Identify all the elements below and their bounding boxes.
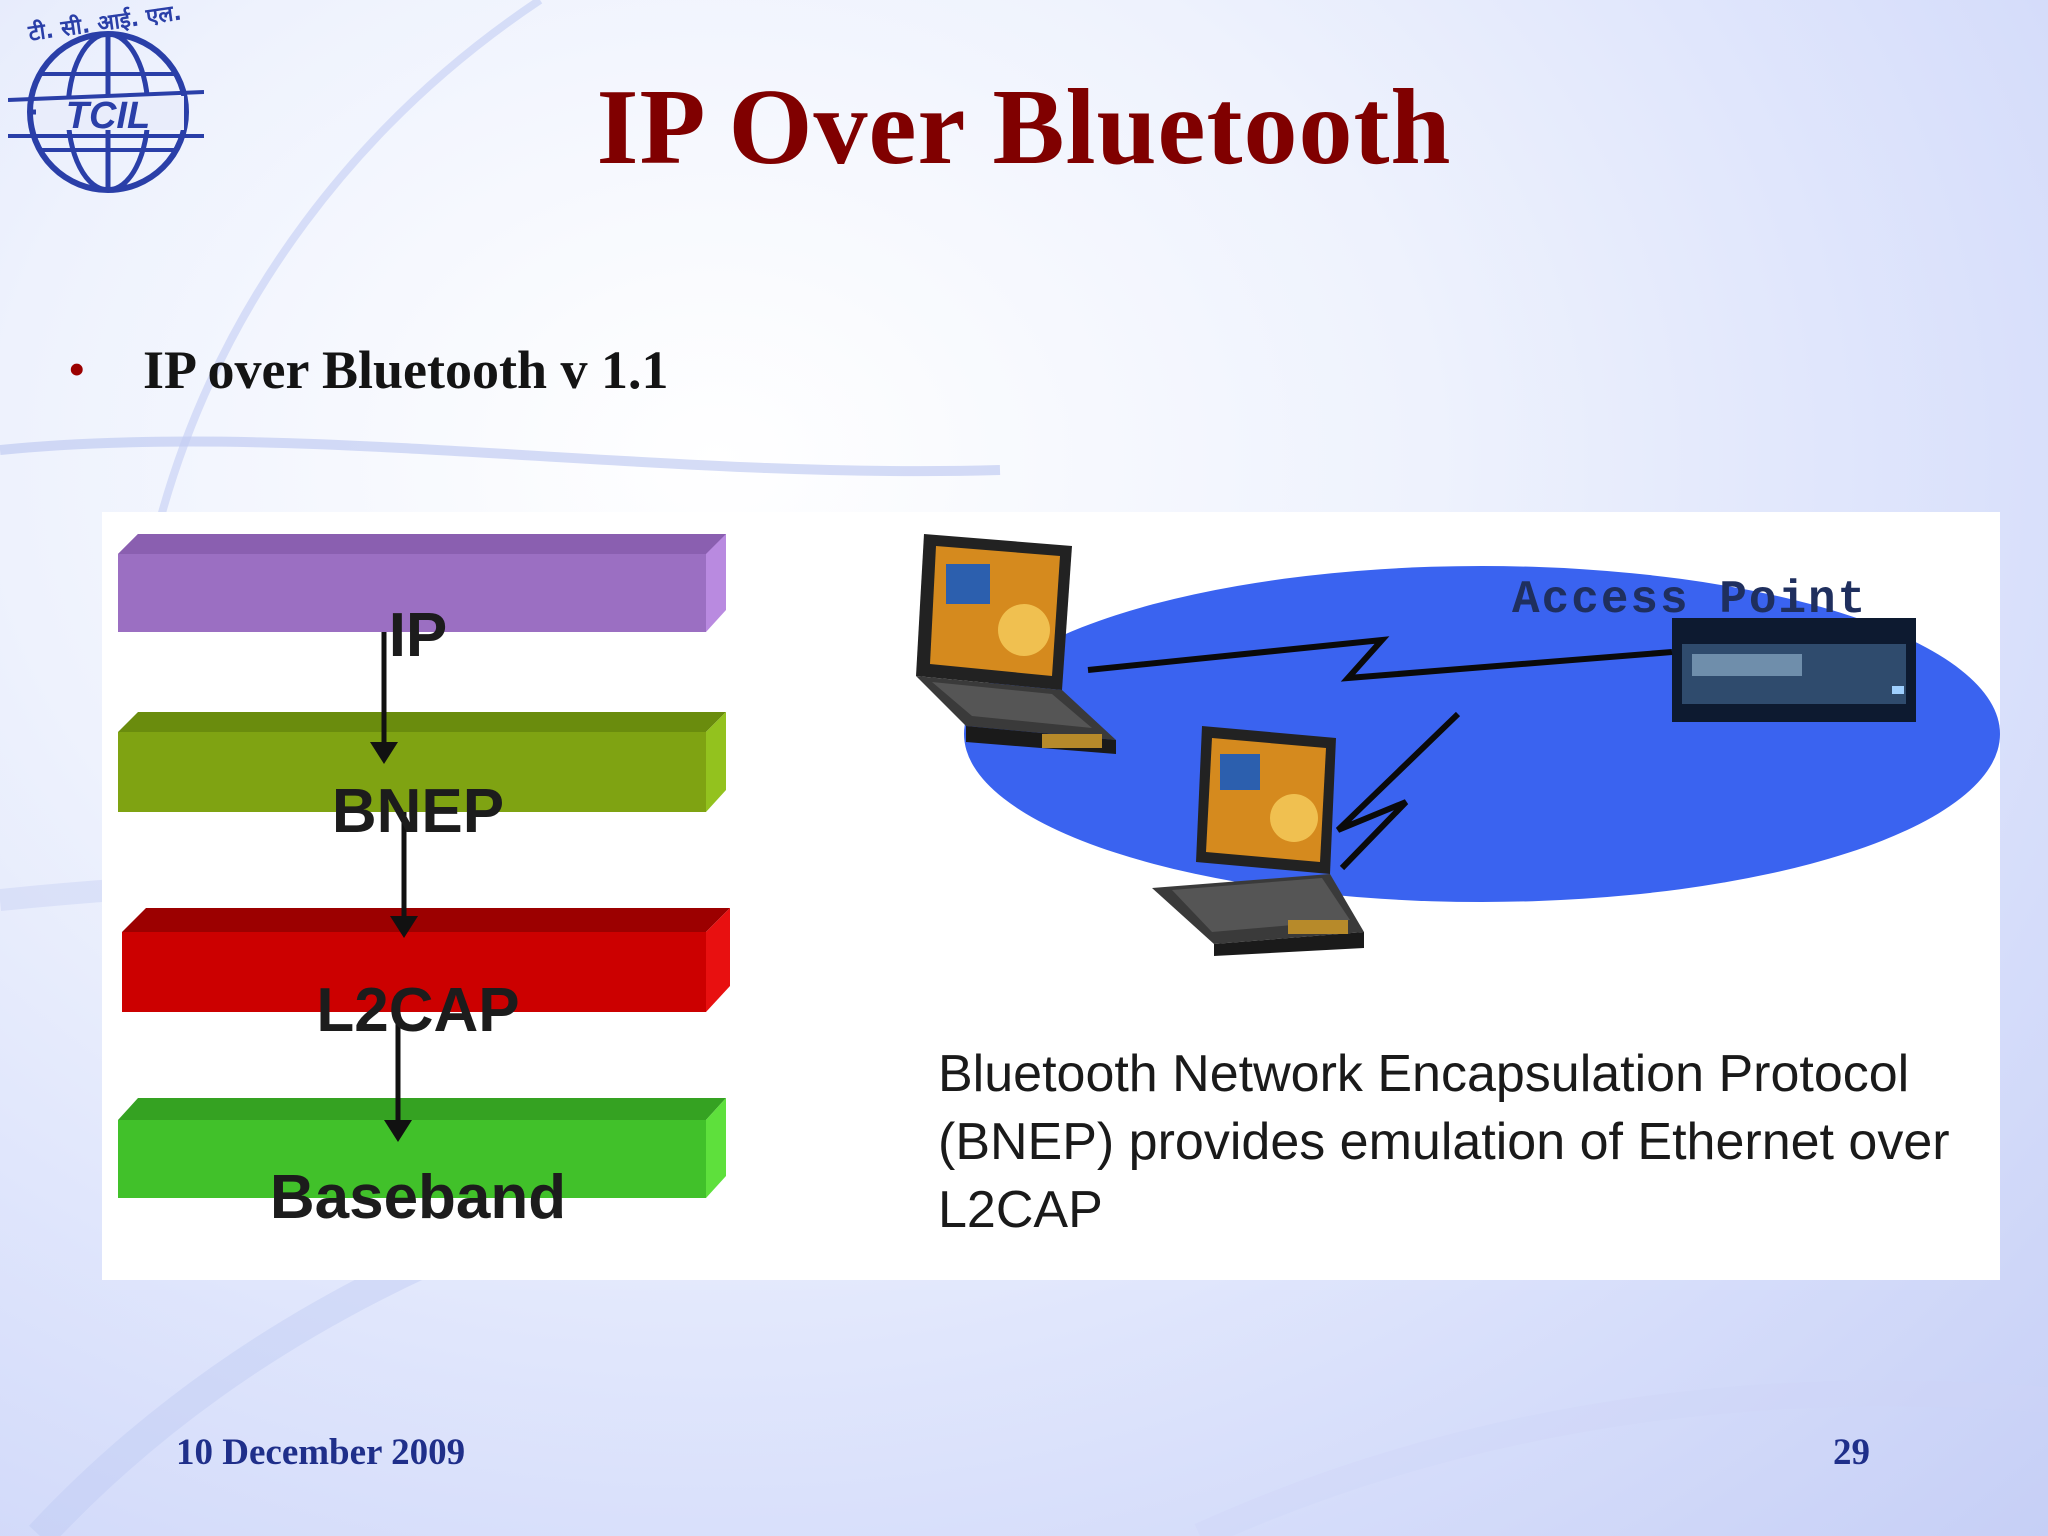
logo-hindi-text: टी. सी. आई. एल. (26, 4, 183, 47)
page-number: 29 (1833, 1432, 1870, 1473)
bullet-text: IP over Bluetooth v 1.1 (143, 340, 669, 400)
laptop-icon (1152, 726, 1364, 956)
layer-baseband (118, 1098, 726, 1198)
tcil-logo: TCIL टी. सी. आई. एल. (8, 4, 204, 193)
protocol-stack (118, 534, 730, 1198)
layer-label-l2cap: L2CAP (316, 976, 520, 1045)
access-point-icon (1672, 618, 1916, 722)
layer-label-baseband: Baseband (269, 1163, 567, 1232)
laptop-icon (916, 534, 1116, 754)
slide-title: IP Over Bluetooth (596, 68, 1452, 187)
bullet-marker: • (68, 341, 86, 397)
layer-bnep (118, 712, 726, 812)
bnep-caption: Bluetooth Network Encapsulation Protocol… (938, 1045, 1950, 1239)
logo-text: TCIL (66, 95, 150, 137)
layer-label-ip: IP (388, 601, 448, 670)
layer-ip (118, 534, 726, 632)
stack-arrows (370, 632, 418, 1142)
footer-date: 10 December 2009 (176, 1432, 466, 1473)
access-point-label: Access Point (1512, 574, 1868, 626)
network-illustration (916, 534, 2000, 956)
wireless-link (1087, 636, 1673, 871)
layer-label-bnep: BNEP (331, 777, 505, 846)
bnep-figure: IP BNEP L2CAP Baseband (102, 512, 2000, 1280)
layer-l2cap (122, 908, 730, 1012)
